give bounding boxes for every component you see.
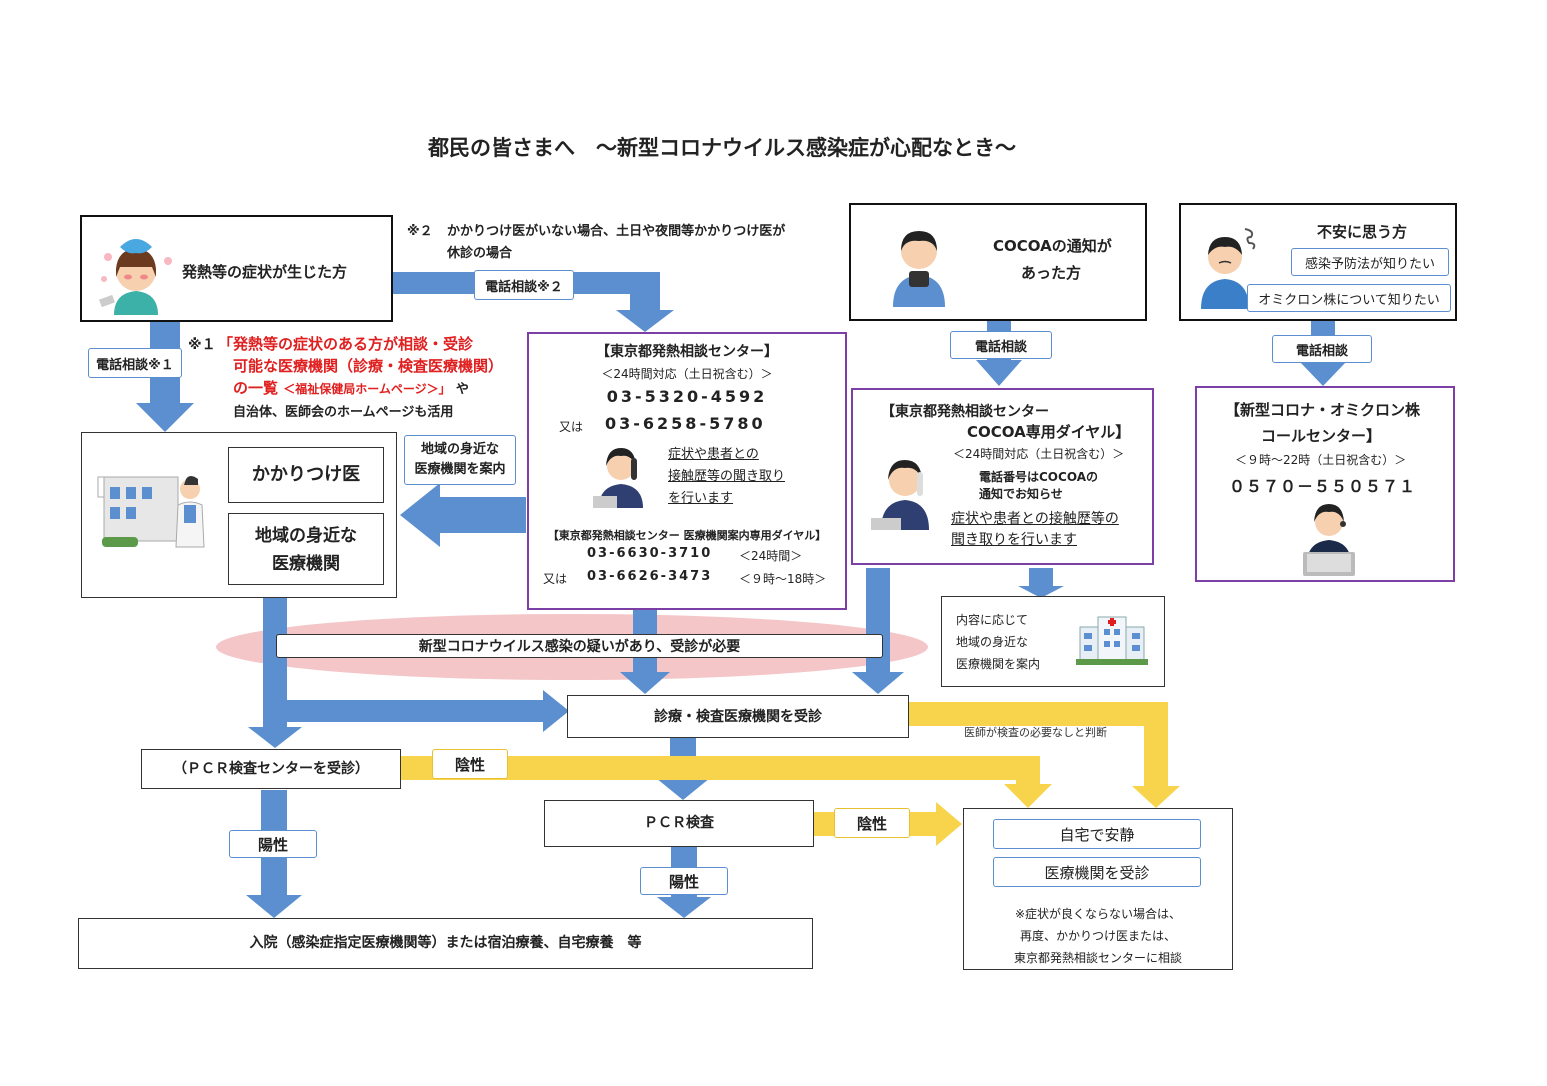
result-note2: 再度、かかりつけ医または、	[1019, 929, 1177, 943]
cocoa-center-desc1: 症状や患者との接触歴等の	[951, 511, 1119, 527]
positive-pill-1: 陽性	[229, 830, 317, 858]
cocoa-center-title1: 【東京都発熱相談センター	[881, 404, 1049, 420]
cocoa-center-phone2: 通知でお知らせ	[979, 487, 1063, 501]
page-title: 都民の皆さまへ ～新型コロナウイルス感染症が心配なとき～	[428, 136, 1016, 160]
guide-dial-title: 【東京都発熱相談センター 医療機関案内専用ダイヤル】	[547, 529, 827, 542]
omicron-center-title2: コールセンター】	[1261, 427, 1382, 445]
anxious-title: 不安に思う方	[1317, 223, 1408, 241]
cocoa-person-line1: COCOAの通知が	[993, 237, 1112, 255]
pcr-center-box: （ＰＣＲ検査センターを受診）	[141, 749, 401, 789]
anxious-person-box: 不安に思う方 感染予防法が知りたい オミクロン株について知りたい	[1179, 203, 1457, 321]
hospitalization-box: 入院（感染症指定医療機関等）または宿泊療養、自宅療養 等	[78, 918, 813, 969]
suspect-bar: 新型コロナウイルス感染の疑いがあり、受診が必要	[276, 634, 883, 658]
omicron-center-title1: 【新型コロナ・オミクロン株	[1225, 401, 1421, 419]
fever-center-desc1: 症状や患者との	[668, 447, 759, 462]
local-clinic-line2: 医療機関	[272, 554, 340, 574]
negative-pill-2: 陰性	[834, 808, 910, 838]
guide-dial-or: 又は	[543, 572, 568, 586]
cocoa-guide-line3: 医療機関を案内	[956, 657, 1041, 671]
note1-mark: ※１	[188, 337, 216, 353]
hospital-building-icon	[1076, 613, 1148, 667]
fever-center-box: 【東京都発熱相談センター】 ＜24時間対応（土日祝含む）＞ 03-5320-45…	[527, 332, 847, 610]
phone-consult-2-pill: 電話相談※２	[474, 270, 574, 300]
note1-red-line1: 「発熱等の症状のある方が相談・受診	[218, 335, 474, 353]
doctor-judgement-label: 医師が検査の必要なしと判断	[964, 726, 1107, 739]
cocoa-center-desc2: 聞き取りを行います	[951, 532, 1077, 548]
note2-line1: かかりつけ医がいない場合、土日や夜間等かかりつけ医が	[447, 224, 786, 239]
visit-clinic-option: 医療機関を受診	[993, 857, 1201, 887]
family-doctor-label: かかりつけ医	[228, 447, 384, 503]
call-center-operator-icon	[1301, 496, 1357, 576]
note1-list-text: の一覧	[233, 379, 279, 397]
clinic-box: かかりつけ医 地域の身近な 医療機関	[81, 432, 397, 598]
operator-icon	[591, 440, 653, 508]
guide-dial-phone2[interactable]: 03-6626-3473	[587, 569, 713, 584]
phone-person-icon	[889, 221, 949, 307]
anxious-phone-consult-pill: 電話相談	[1272, 335, 1372, 363]
note1-line4: 自治体、医師会のホームページも活用	[233, 405, 454, 420]
worried-person-icon	[1195, 223, 1261, 309]
fever-center-or: 又は	[559, 420, 584, 434]
rest-at-home-option: 自宅で安静	[993, 819, 1201, 849]
fever-center-desc2: 接触歴等の聞き取り	[668, 469, 786, 484]
note2-line2: 休診の場合	[447, 246, 513, 261]
result-note3: 東京都発熱相談センターに相談	[1013, 951, 1182, 965]
note1-red-line3: の一覧 ＜福祉保健局ホームページ＞」 や	[233, 377, 469, 398]
note2-mark: ※２	[407, 224, 433, 239]
local-guide-line1: 地域の身近な	[420, 442, 499, 457]
guide-dial-hours1: ＜24時間＞	[739, 549, 803, 563]
local-guide-line2: 医療機関を案内	[414, 462, 506, 477]
cocoa-guide-line1: 内容に応じて	[956, 613, 1029, 627]
positive-pill-2: 陽性	[640, 867, 728, 895]
fever-center-phone2[interactable]: 03-6258-5780	[605, 414, 766, 433]
guide-dial-phone1[interactable]: 03-6630-3710	[587, 546, 713, 561]
cocoa-person-line2: あった方	[1021, 264, 1082, 282]
cocoa-operator-icon	[871, 450, 937, 530]
cocoa-phone-consult-pill: 電話相談	[950, 331, 1052, 359]
local-clinic-label: 地域の身近な 医療機関	[228, 513, 384, 585]
fever-center-hours: ＜24時間対応（土日祝含む）＞	[601, 367, 773, 381]
omicron-center-box: 【新型コロナ・オミクロン株 コールセンター】 ＜９時～22時（土日祝含む）＞ ０…	[1195, 386, 1455, 582]
cocoa-center-hours: ＜24時間対応（土日祝含む）＞	[953, 447, 1125, 461]
fever-center-title: 【東京都発熱相談センター】	[596, 344, 778, 360]
cocoa-center-phone1: 電話番号はCOCOAの	[979, 470, 1098, 484]
note1-tail: や	[455, 382, 469, 397]
local-guide-pill: 地域の身近な 医療機関を案内	[404, 435, 516, 485]
omicron-center-hours: ＜９時～22時（土日祝含む）＞	[1235, 453, 1407, 467]
fever-box-label: 発熱等の症状が生じた方	[182, 263, 348, 281]
cocoa-guide-box: 内容に応じて 地域の身近な 医療機関を案内	[941, 596, 1165, 687]
clinic-building-icon	[96, 471, 208, 551]
fever-center-desc3: を行います	[668, 491, 734, 506]
result-note1: ※症状が良くならない場合は、	[1014, 907, 1182, 921]
cocoa-center-title2: COCOA専用ダイヤル】	[967, 423, 1131, 441]
guide-dial-hours2: ＜９時～18時＞	[739, 572, 827, 586]
omicron-center-phone[interactable]: ０５７０－５５０５７１	[1229, 477, 1417, 496]
result-box: 自宅で安静 医療機関を受診 ※症状が良くならない場合は、 再度、かかりつけ医また…	[963, 808, 1233, 970]
omicron-option: オミクロン株について知りたい	[1247, 284, 1451, 312]
sick-person-icon	[96, 227, 176, 315]
note1-red-line2: 可能な医療機関（診療・検査医療機関）	[233, 357, 504, 375]
cocoa-person-box: COCOAの通知が あった方	[849, 203, 1147, 321]
visit-clinic-box: 診療・検査医療機関を受診	[567, 695, 909, 738]
fever-center-phone1[interactable]: 03-5320-4592	[606, 387, 768, 406]
cocoa-center-box: 【東京都発熱相談センター COCOA専用ダイヤル】 ＜24時間対応（土日祝含む）…	[851, 388, 1154, 565]
note1-homepage-link[interactable]: ＜福祉保健局ホームページ＞」	[283, 382, 451, 396]
local-clinic-line1: 地域の身近な	[255, 526, 357, 546]
prevention-option: 感染予防法が知りたい	[1291, 248, 1449, 276]
negative-pill-1: 陰性	[432, 749, 508, 779]
phone-consult-1-pill: 電話相談※１	[88, 348, 182, 378]
cocoa-guide-line2: 地域の身近な	[956, 635, 1029, 649]
fever-symptom-box: 発熱等の症状が生じた方	[80, 215, 393, 322]
pcr-test-box: ＰＣＲ検査	[544, 800, 814, 847]
